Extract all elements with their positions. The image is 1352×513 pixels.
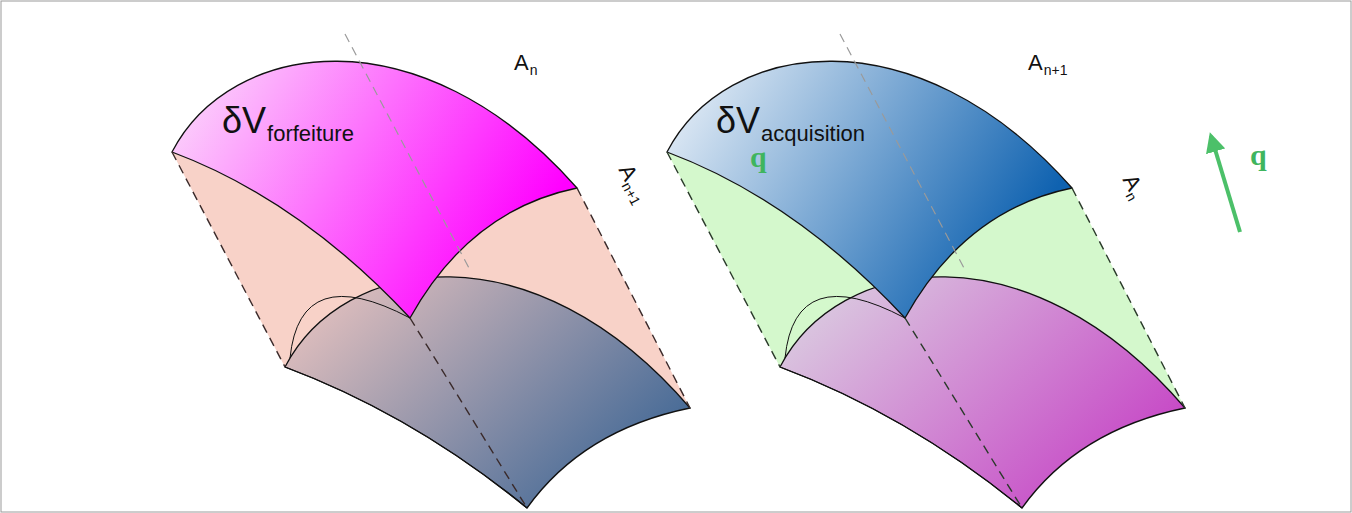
volume-label: δV [222,100,266,141]
subscript: n+1 [619,179,644,207]
label-group: An+1 [1028,50,1067,76]
subscript: forfeiture [267,121,354,147]
subscript: n [530,62,538,78]
label-group: An+1 [613,160,654,207]
surface-label: A [1028,50,1043,75]
label-group: q [1250,138,1267,172]
label-group: δVforfeiture [222,100,354,142]
volume-label: δV [716,100,760,141]
flux-label: q [1250,138,1267,171]
label-group: An [514,50,537,76]
subscript: acquisition [761,121,865,147]
surface-label: A [514,50,529,75]
label-group: δVacquisition [716,100,865,142]
subscript: n+1 [1044,62,1068,78]
forfeiture-figure [172,34,744,508]
label-group: An [1117,170,1151,203]
acquisition-figure [667,34,1240,508]
